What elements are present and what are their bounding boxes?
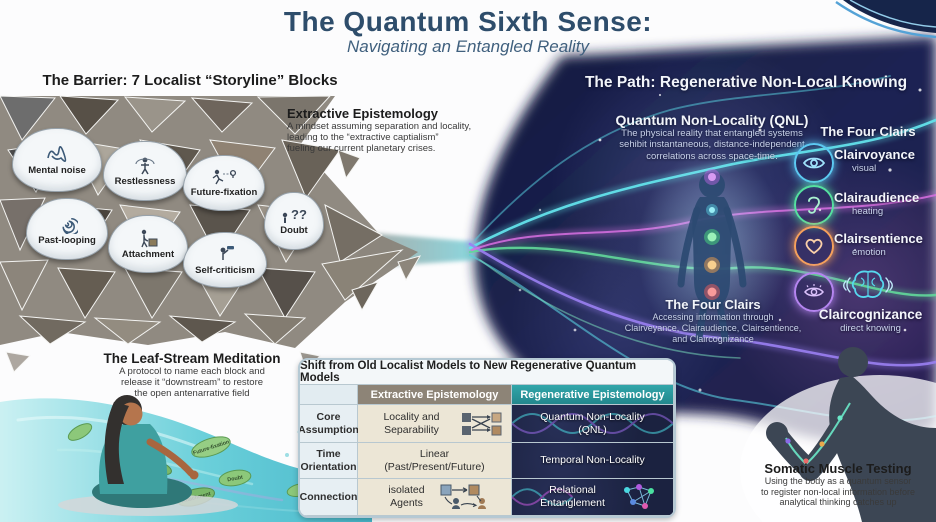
four-clairs-summary: The Four Clairs Accessing information th… [588,297,838,344]
extractive-note-line: A mindset assuming separation and locali… [287,121,472,132]
person-pointing-icon [220,246,234,260]
qnl-block: Quantum Non-Locality (QNL) The physical … [594,112,830,162]
locality-diagram-icon [461,412,501,435]
thought-bubble-doubt: ?? Doubt [264,192,324,250]
four-clairs-summary-line: Clairveyance, Clairaudience, Clairsentie… [624,322,802,333]
column-header-extractive: Extractive Epistemology [358,385,512,405]
thought-bubble-future-fixation: Future-fixation [183,155,265,211]
leaf: Doubt [218,469,252,487]
table-corner-cell [300,385,358,405]
wave-decoration [512,488,574,506]
somatic-line: to register non-local information before [760,486,916,497]
column-header-regenerative: Regenerative Epistemology [512,385,674,405]
meditation-block: The Leaf-Stream Meditation A protocol to… [92,351,292,400]
scribble-head-icon [47,146,67,162]
network-icon [623,484,654,509]
svg-text:??: ?? [291,207,307,222]
corner-swoosh [835,0,936,39]
meditating-woman [58,395,238,516]
clair-sub: direct knowing [840,323,901,334]
page-subtitle: Navigating an Entangled Reality [347,37,589,56]
cell-extractive: isolated Agents [358,479,512,516]
meditation-line: the open antenarrative field [134,388,250,400]
extractive-note-line: fueling our current planetary crises. [287,143,436,155]
qnl-line: sehibit instantaneous, distance-independ… [619,139,805,151]
bubble-label: Mental noise [28,165,86,176]
brain-icon [842,268,894,302]
clair-name: Clairaudience [834,190,920,205]
somatic-heading: Somatic Muscle Testing [764,461,912,476]
cell-regenerative: Temporal Non-Locality [512,443,674,479]
third-eye-icon [794,272,834,312]
thought-bubble-self-criticism: Self-criticism [183,232,267,288]
bubble-label: Restlessness [114,176,176,187]
chakra-figure [637,150,787,350]
bubble-label: Past-looping [38,235,96,246]
clairs-heading: The Four Clairs [820,124,916,139]
clair-name: Clairvoyance [834,147,915,162]
cell-extractive: Locality and Separability [358,405,512,443]
clair-name: Claircognizance [818,307,923,322]
clair-name: Clairsentience [834,231,923,246]
clair-sub: emotion [852,247,886,258]
somatic-line: analytical thinking catches up [779,497,897,508]
meditation-line: release it “downstream” to restore [120,377,264,389]
thought-bubble-mental-noise: Mental noise [12,128,102,192]
qnl-line: correlations across space-time. [646,150,778,162]
somatic-block: Somatic Muscle Testing Using the body as… [742,461,934,508]
row-label: Time Orientation [300,443,358,479]
somatic-line: Using the body as a quantum sensor [764,476,912,486]
comparison-table: Shift from Old Localist Models to New Re… [298,358,676,518]
wave-decoration [512,413,673,434]
extractive-note: Extractive Epistemology A mindset assumi… [287,106,492,155]
question-marks-icon: ?? [282,207,307,223]
muscle-testing-man [740,347,936,522]
heart-icon [794,226,834,266]
qnl-heading: Quantum Non-Locality (QNL) [615,112,809,128]
person-with-box-icon [141,229,158,248]
arm-energy-line [785,402,851,466]
bubble-label: Self-criticism [195,265,255,276]
four-clairs-summary-heading: The Four Clairs [665,297,761,312]
thought-bubble-attachment: Attachment [108,215,188,273]
four-clairs-summary-line: and Claircognizance [672,333,754,344]
cell-regenerative: Quantum Non-Locality (QNL) [512,405,674,443]
page-title: The Quantum Sixth Sense: [283,6,653,37]
meditation-heading: The Leaf-Stream Meditation [103,351,281,366]
row-label: Core Assumption [300,405,359,443]
barrier-heading: The Barrier: 7 Localist “Storyline” Bloc… [42,72,338,89]
meditation-line: A protocol to name each block and [119,366,265,377]
ear-icon [794,185,834,225]
clair-sub: heating [852,206,884,217]
thought-bubble-past-looping: Past-looping [26,198,108,260]
four-clairs-summary-line: Accessing information through [652,312,774,322]
cell-regenerative: Relational Entanglement [512,479,674,516]
row-label: Connection [300,479,358,516]
spiral-icon [62,218,78,234]
bubble-label: Doubt [280,225,308,236]
clair-sub: visual [852,163,877,174]
leaf-label: Doubt [227,475,244,484]
eye-icon [794,143,834,183]
spinning-person-icon [135,157,155,175]
table-title: Shift from Old Localist Models to New Re… [300,360,674,385]
qnl-line: The physical reality that entangled syst… [621,128,803,139]
path-heading: The Path: Regenerative Non-Local Knowing [584,74,908,91]
chakra-points [704,169,720,300]
runner-to-pin-icon [212,169,237,185]
extractive-note-heading: Extractive Epistemology [287,106,438,121]
agents-diagram-icon [440,484,486,509]
bubble-label: Attachment [121,249,175,260]
extractive-note-line: leading to the “extractive captialism” [287,132,439,144]
thought-bubble-restlessness: Restlessness [103,141,187,201]
cell-extractive: Linear (Past/Present/Future) [358,443,512,479]
leaf: Future-fixation [191,436,231,458]
bubble-label: Future-fixation [190,187,258,198]
